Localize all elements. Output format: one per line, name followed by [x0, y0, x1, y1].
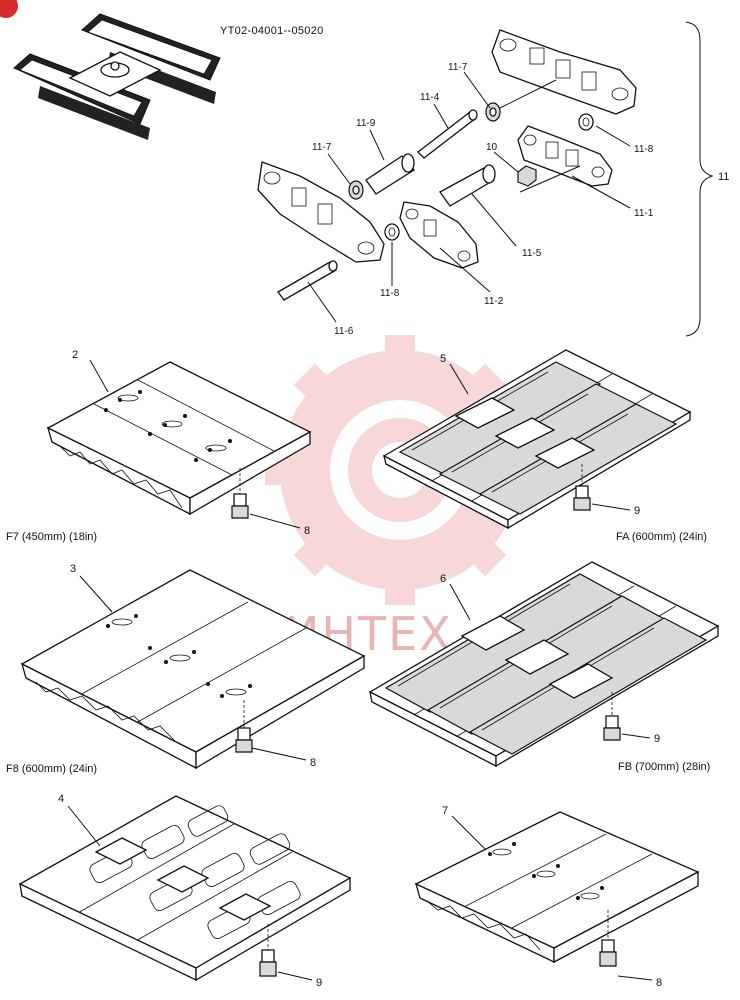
shoe-4-bolt: 9 [316, 977, 322, 989]
undercarriage-illustration [13, 13, 221, 140]
callout-11-5: 11-5 [522, 248, 542, 259]
shoe-f8-bolt: 8 [310, 757, 316, 769]
shoe-fb-illustration [368, 561, 720, 768]
callout-11-7-lower: 11-7 [312, 142, 332, 153]
callout-11-2: 11-2 [484, 296, 504, 307]
shoe-4-illustration [18, 795, 352, 982]
callout-11-9: 11-9 [356, 118, 376, 129]
callout-11-6: 11-6 [334, 326, 354, 337]
shoe-f8-illustration [20, 569, 366, 770]
shoe-fa-bolt: 9 [634, 505, 640, 517]
callout-assembly: 11 [718, 171, 729, 183]
shoe-f7-illustration [46, 359, 312, 529]
shoe-f7-number: 2 [72, 349, 78, 361]
callout-11-1: 11-1 [634, 208, 654, 219]
shoe-fb-bolt: 9 [654, 733, 660, 745]
shoe-fa-illustration [382, 349, 692, 530]
callout-11-8-left: 11-8 [380, 288, 400, 299]
shoe-7-illustration [414, 811, 700, 981]
callout-11-8-right: 11-8 [634, 144, 654, 155]
shoe-fa-number: 5 [440, 353, 446, 365]
shoe-fb-caption: FB (700mm) (28in) [618, 761, 710, 773]
callout-11-7-upper: 11-7 [448, 62, 468, 73]
shoe-fb-number: 6 [440, 573, 446, 585]
model-code: YT02-04001--05020 [220, 25, 324, 37]
corner-badge [0, 0, 18, 18]
callout-10: 10 [486, 142, 498, 153]
shoe-4-number: 4 [58, 793, 64, 805]
shoe-f7-bolt: 8 [304, 525, 310, 537]
callout-11-4: 11-4 [420, 92, 440, 103]
shoe-fa-caption: FA (600mm) (24in) [616, 531, 707, 543]
shoe-7-bolt: 8 [656, 977, 662, 989]
track-link-assembly [257, 21, 714, 337]
shoe-7-number: 7 [442, 805, 448, 817]
shoe-f8-caption: F8 (600mm) (24in) [6, 763, 97, 775]
shoe-f8-number: 3 [70, 563, 76, 575]
shoe-f7-caption: F7 (450mm) (18in) [6, 531, 97, 543]
